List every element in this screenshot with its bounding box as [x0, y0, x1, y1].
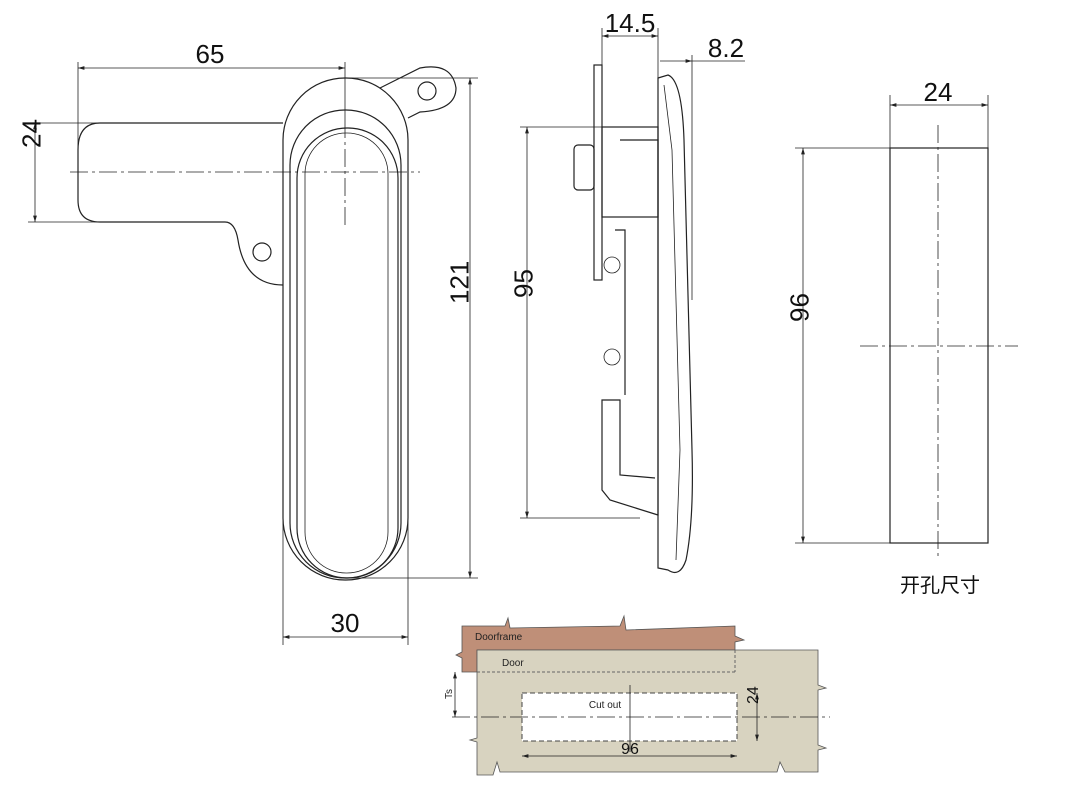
mount-hole-upper: [417, 81, 437, 101]
flange-outline: [77, 122, 284, 286]
dim-96-cutout: 96: [785, 293, 815, 322]
dim-121: 121: [444, 261, 474, 304]
side-view: 95 14.5 8.2: [509, 8, 745, 573]
dim-8-2: 8.2: [708, 33, 744, 63]
dim-65: 65: [196, 39, 225, 69]
dim-95: 95: [509, 269, 539, 298]
cutout-rect: [889, 147, 989, 544]
dim-30: 30: [331, 608, 360, 638]
install-dim-24: 24: [745, 686, 762, 704]
dim-24-arm: 24: [17, 119, 47, 148]
cutout-caption: 开孔尺寸: [900, 573, 980, 597]
doorframe-label: Doorframe: [475, 632, 523, 643]
doorframe: [455, 614, 746, 673]
dim-14-5: 14.5: [605, 8, 656, 38]
handle-rim: [289, 109, 402, 579]
front-view: 65 24 121 30: [17, 39, 478, 645]
mount-plate: [593, 64, 603, 281]
flange-ear: [379, 66, 457, 119]
handle-grip: [304, 132, 389, 574]
hex-nut: [573, 144, 595, 191]
cutout-view: 24 96 开孔尺寸: [785, 77, 1018, 597]
install-diagram: Doorframe Door Cut out Ts 24 96: [444, 614, 830, 776]
dim-24-cutout: 24: [924, 77, 953, 107]
mount-hole-lower: [252, 242, 272, 262]
door-label: Door: [502, 658, 524, 669]
install-dim-96: 96: [621, 741, 639, 758]
handle-profile: [657, 74, 693, 573]
handle-inner: [296, 127, 399, 579]
handle-body: [282, 77, 409, 581]
ts-label: Ts: [444, 689, 455, 699]
cutout-label: Cut out: [589, 700, 621, 711]
